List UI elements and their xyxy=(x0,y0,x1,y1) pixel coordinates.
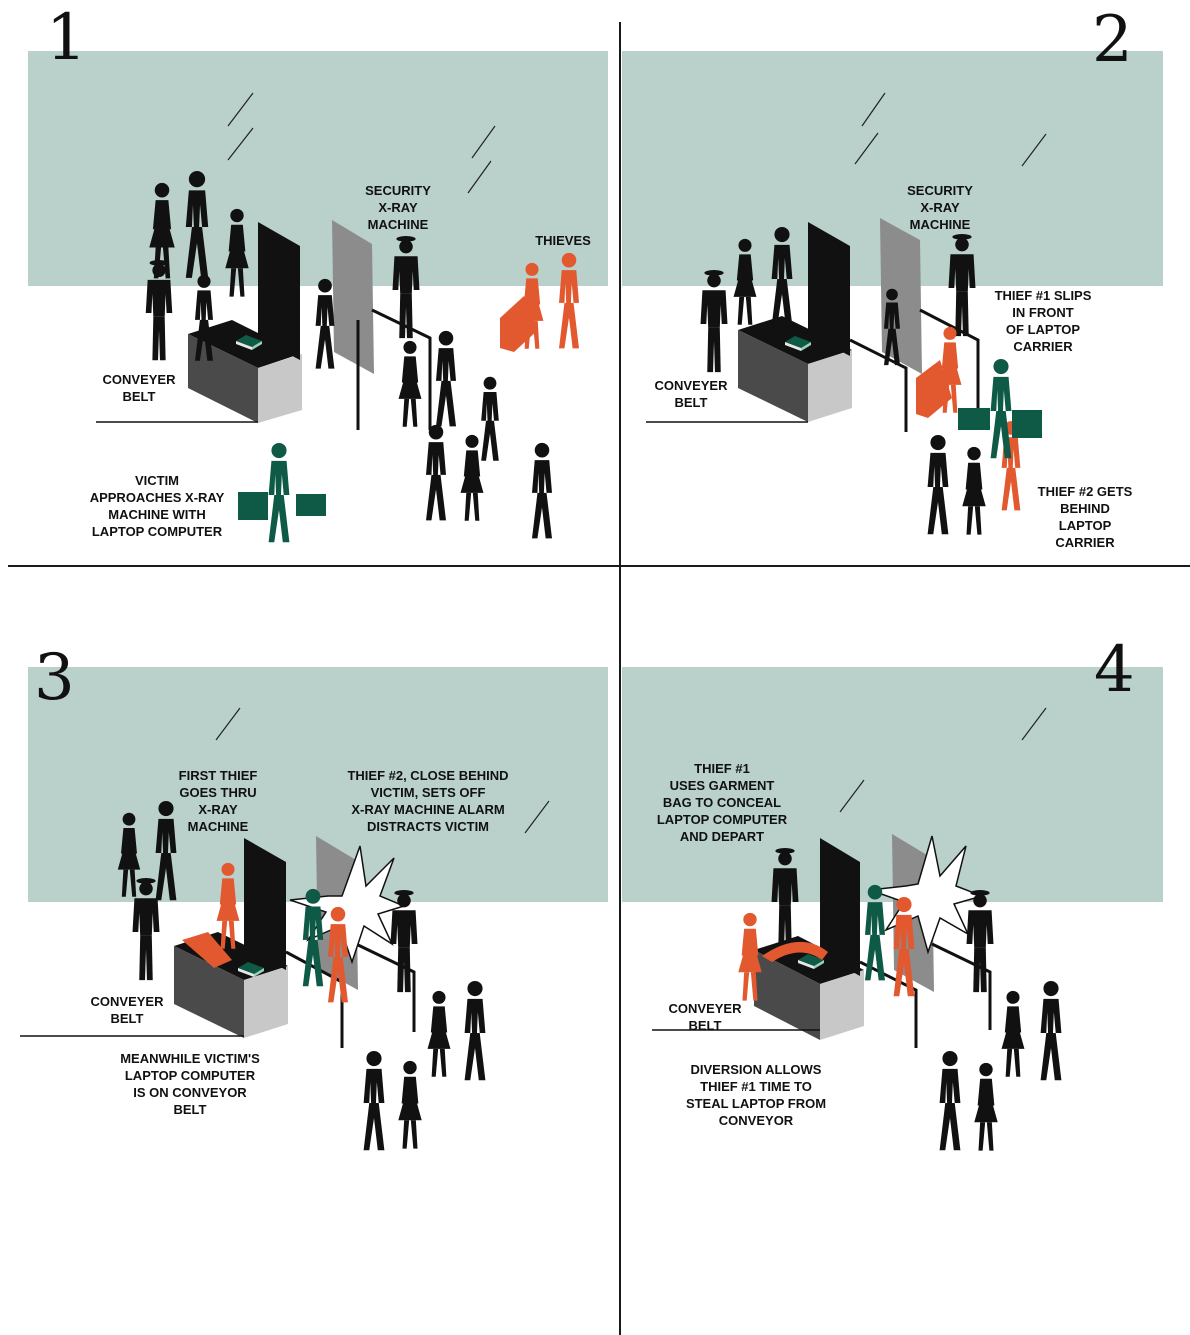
conveyer-belt xyxy=(646,316,852,423)
label-conveyer-belt-3: CONVEYER BELT xyxy=(90,994,164,1026)
thieves-panel-1 xyxy=(500,252,579,352)
window-glare-lines xyxy=(839,707,1047,813)
window-glare-lines xyxy=(227,92,496,194)
panel-2-art xyxy=(646,92,1047,535)
label-meanwhile-laptop: MEANWHILE VICTIM'S LAPTOP COMPUTER IS ON… xyxy=(120,1051,260,1117)
window-band-panel-1 xyxy=(28,51,608,286)
label-thief-1-slips: THIEF #1 SLIPS IN FRONT OF LAPTOP CARRIE… xyxy=(994,288,1092,354)
window-glare-lines xyxy=(854,92,1047,167)
label-victim-approaches: VICTIM APPROACHES X-RAY MACHINE WITH LAP… xyxy=(89,473,225,539)
conveyer-belt xyxy=(652,936,864,1040)
conveyer-belt xyxy=(96,320,302,423)
label-conveyer-belt-4: CONVEYER BELT xyxy=(668,1001,742,1033)
panel-number-3: 3 xyxy=(34,641,75,715)
label-thief-2-gets-behind: THIEF #2 GETS BEHIND LAPTOP CARRIER xyxy=(1037,484,1133,550)
xray-machine xyxy=(808,218,980,432)
panel-number-4: 4 xyxy=(1094,633,1135,707)
label-thief-2-alarm: THIEF #2, CLOSE BEHIND VICTIM, SETS OFF … xyxy=(347,768,509,834)
label-conveyer-belt-2: CONVEYER BELT xyxy=(654,378,728,410)
alarm-burst xyxy=(869,835,985,955)
label-conveyer-belt-1: CONVEYER BELT xyxy=(102,372,176,404)
vertical-divider xyxy=(619,22,621,1335)
window-glare-lines xyxy=(215,707,550,834)
label-security-xray-2: SECURITY X-RAY MACHINE xyxy=(907,183,973,232)
victim-panel-1 xyxy=(238,442,326,543)
label-thief-1-garment-bag: THIEF #1 USES GARMENT BAG TO CONCEAL LAP… xyxy=(656,761,788,844)
thieves-panel-2 xyxy=(916,326,1021,511)
label-security-xray-1: SECURITY X-RAY MACHINE xyxy=(365,183,431,232)
thieves-panel-3 xyxy=(182,862,348,1003)
victim-panel-2 xyxy=(958,358,1042,459)
thieves-panel-4 xyxy=(738,896,915,1001)
label-first-thief: FIRST THIEF GOES THRU X-RAY MACHINE xyxy=(178,768,258,834)
panel-3-art xyxy=(20,707,550,1151)
panel-4-art xyxy=(652,707,1062,1151)
label-diversion: DIVERSION ALLOWS THIEF #1 TIME TO STEAL … xyxy=(685,1062,827,1128)
label-thieves: THIEVES xyxy=(535,233,591,248)
xray-machine xyxy=(258,220,432,430)
panel-1-art xyxy=(96,92,579,543)
panel-number-2: 2 xyxy=(1092,3,1133,77)
panel-number-1: 1 xyxy=(46,1,87,75)
victim-panel-4 xyxy=(865,884,885,981)
horizontal-divider xyxy=(8,565,1190,567)
